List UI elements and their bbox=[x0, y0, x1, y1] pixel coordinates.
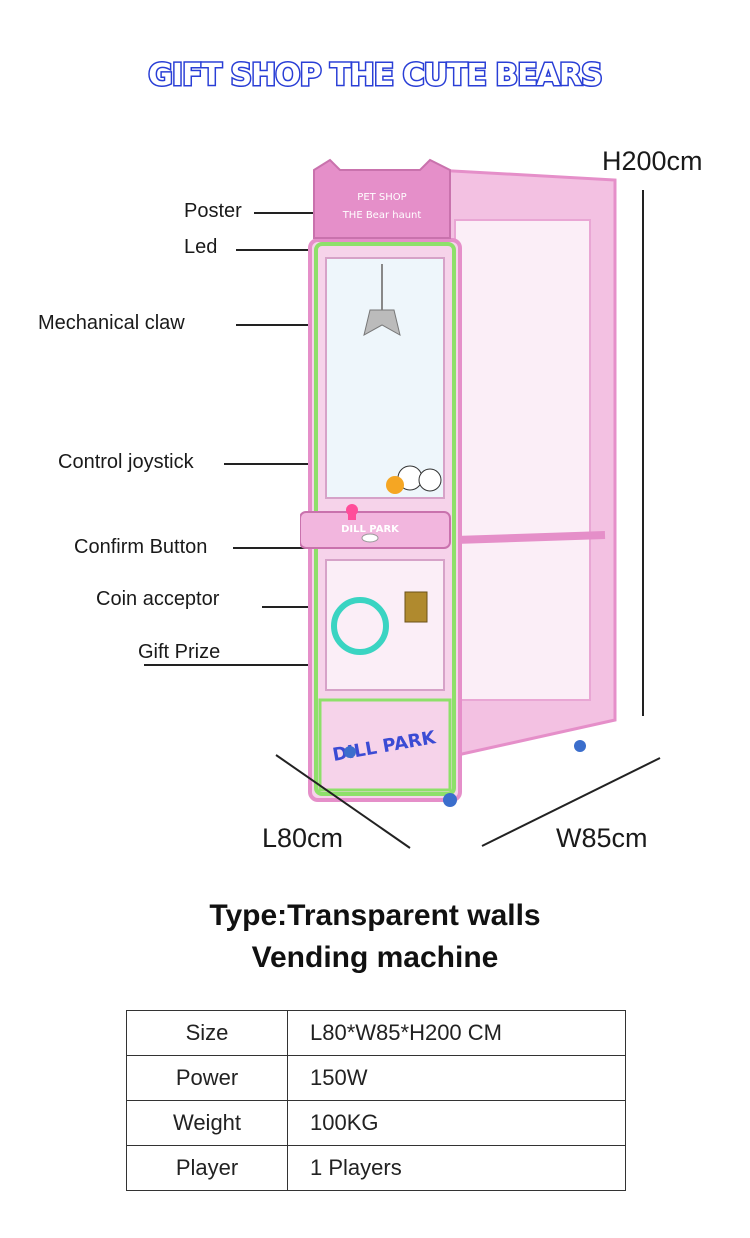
spec-key: Power bbox=[126, 1055, 288, 1101]
callout-gift-prize: Gift Prize bbox=[138, 641, 221, 663]
spec-key: Player bbox=[126, 1145, 288, 1191]
type-line-2: Vending machine bbox=[251, 941, 499, 974]
spec-value: L80*W85*H200 CM bbox=[287, 1010, 626, 1056]
spec-value: 150W bbox=[287, 1055, 626, 1101]
height-dimension-line bbox=[642, 190, 644, 716]
callout-coin-acceptor: Coin acceptor bbox=[96, 588, 220, 610]
type-line-1: Type:Transparent walls bbox=[209, 899, 541, 932]
spec-table: Size L80*W85*H200 CM Power 150W Weight 1… bbox=[126, 1010, 626, 1191]
callout-mechanical-claw: Mechanical claw bbox=[38, 312, 185, 334]
poster-line2: THE Bear haunt bbox=[342, 210, 422, 221]
callout-line-confirm bbox=[233, 547, 363, 549]
table-row: Weight 100KG bbox=[126, 1100, 626, 1146]
callout-line-poster bbox=[254, 212, 344, 214]
table-row: Power 150W bbox=[126, 1055, 626, 1101]
spec-key: Weight bbox=[126, 1100, 288, 1146]
brand-label-panel: DILL PARK bbox=[341, 524, 400, 535]
page-headline: GIFT SHOP THE CUTE BEARS bbox=[147, 57, 604, 95]
spec-value: 1 Players bbox=[287, 1145, 626, 1191]
spec-key: Size bbox=[126, 1010, 288, 1056]
length-dimension: L80cm bbox=[262, 823, 344, 853]
table-row: Size L80*W85*H200 CM bbox=[126, 1010, 626, 1056]
callout-line-gift bbox=[144, 664, 350, 666]
callout-poster: Poster bbox=[184, 200, 242, 222]
callout-line-joystick bbox=[224, 463, 334, 465]
callout-led: Led bbox=[184, 236, 218, 258]
claw-machine-illustration: PET SHOP THE Bear haunt DILL PARK DILL P… bbox=[300, 158, 617, 807]
callout-line-led bbox=[236, 249, 344, 251]
height-dimension: H200cm bbox=[602, 146, 703, 176]
table-row: Player 1 Players bbox=[126, 1145, 626, 1191]
callout-confirm-button: Confirm Button bbox=[74, 536, 208, 558]
width-dimension: W85cm bbox=[556, 823, 648, 853]
poster-line1: PET SHOP bbox=[357, 192, 406, 203]
callout-line-claw bbox=[236, 324, 370, 326]
callout-control-joystick: Control joystick bbox=[58, 451, 194, 473]
spec-value: 100KG bbox=[287, 1100, 626, 1146]
